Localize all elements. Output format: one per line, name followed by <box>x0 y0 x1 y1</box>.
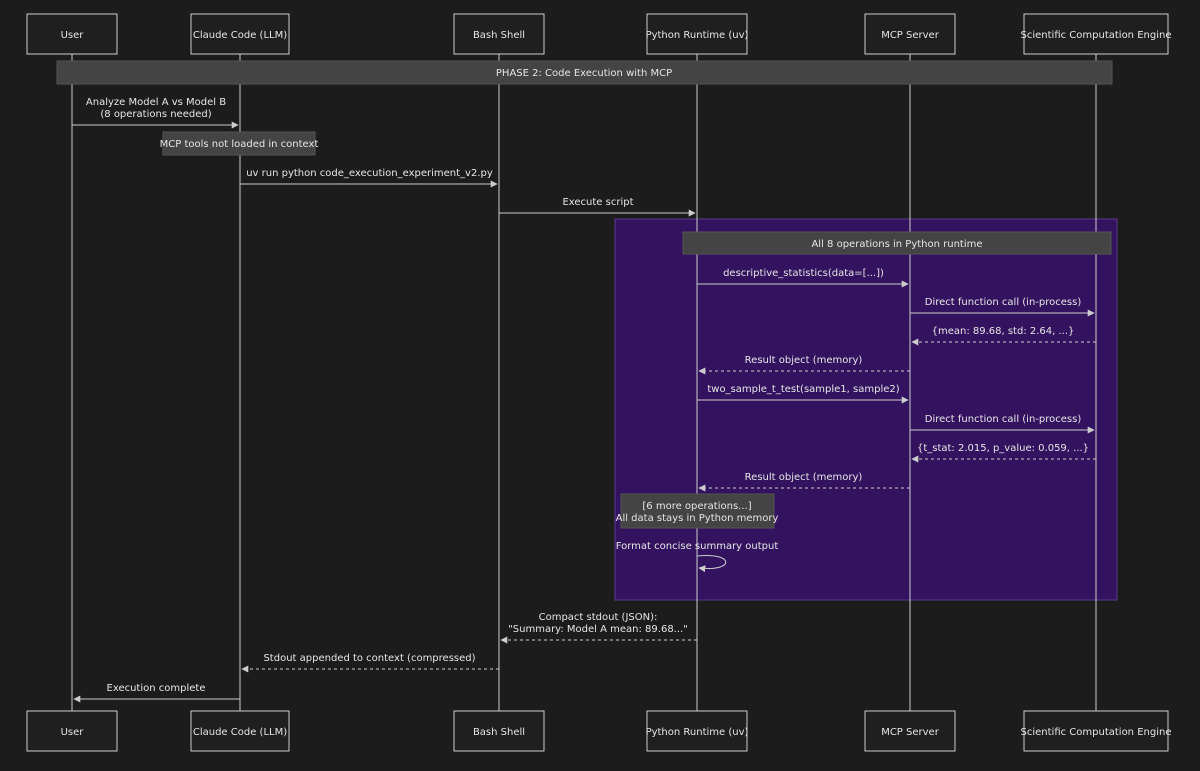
message-label-m8: two_sample_t_test(sample1, sample2) <box>707 384 899 395</box>
actor-box-mcp-top <box>864 13 956 55</box>
message-label-m7: Result object (memory) <box>745 355 863 366</box>
message-label-m13-line-2: "Summary: Model A mean: 89.68..." <box>508 624 688 635</box>
actor-box-python-top <box>646 13 748 55</box>
actor-label-mcp-top: MCP Server <box>881 30 940 41</box>
message-label-m12: Format concise summary output <box>616 541 779 552</box>
actor-label-engine-top: Scientific Computation Engine <box>1021 30 1172 41</box>
more-ops-note-line-1: [6 more operations...] <box>642 501 751 512</box>
actor-label-claude-top: Claude Code (LLM) <box>193 30 287 41</box>
actor-box-user-top <box>26 13 118 55</box>
python-runtime-region <box>614 218 1118 601</box>
actor-label-bash-top: Bash Shell <box>473 30 525 41</box>
actor-box-bash-bottom <box>453 710 545 752</box>
actor-box-claude-top <box>190 13 290 55</box>
actor-box-user-bottom <box>26 710 118 752</box>
message-arrow-m12 <box>696 554 727 573</box>
actor-label-python-bottom: Python Runtime (uv) <box>646 727 749 738</box>
actor-label-python-top: Python Runtime (uv) <box>646 30 749 41</box>
message-label-m2: uv run python code_execution_experiment_… <box>246 168 493 179</box>
message-label-m4: descriptive_statistics(data=[...]) <box>723 268 884 279</box>
actor-box-bash-top <box>453 13 545 55</box>
messages: Analyze Model A vs Model B(8 operations … <box>72 97 1096 703</box>
message-label-m11: Result object (memory) <box>745 472 863 483</box>
actor-box-mcp-bottom <box>864 710 956 752</box>
message-label-m14: Stdout appended to context (compressed) <box>263 653 475 664</box>
lifelines <box>71 54 1097 711</box>
message-label-m9: Direct function call (in-process) <box>925 414 1082 425</box>
message-label-m5: Direct function call (in-process) <box>925 297 1082 308</box>
message-label-m15: Execution complete <box>107 683 206 694</box>
message-label-m1-line-1: Analyze Model A vs Model B <box>86 97 226 108</box>
actor-box-engine-top <box>1023 13 1169 55</box>
message-label-m3: Execute script <box>562 197 633 208</box>
actor-box-python-bottom <box>646 710 748 752</box>
region-note: All 8 operations in Python runtime <box>811 239 982 250</box>
not-loaded-note: MCP tools not loaded in context <box>160 139 319 150</box>
message-label-m1-line-2: (8 operations needed) <box>100 109 211 120</box>
actor-box-claude-bottom <box>190 710 290 752</box>
message-label-m10: {t_stat: 2.015, p_value: 0.059, ...} <box>917 443 1089 454</box>
actor-label-user-top: User <box>61 30 85 41</box>
actor-box-engine-bottom <box>1023 710 1169 752</box>
message-label-m6: {mean: 89.68, std: 2.64, ...} <box>932 326 1075 337</box>
actor-label-bash-bottom: Bash Shell <box>473 727 525 738</box>
region-note-box <box>682 231 1112 255</box>
message-label-m13-line-1: Compact stdout (JSON): <box>539 612 658 623</box>
not-loaded-note-box <box>162 131 316 156</box>
actor-label-claude-bottom: Claude Code (LLM) <box>193 727 287 738</box>
more-ops-note-line-2: All data stays in Python memory <box>616 513 779 524</box>
phase-note: PHASE 2: Code Execution with MCP <box>496 68 672 79</box>
actor-label-mcp-bottom: MCP Server <box>881 727 940 738</box>
phase-note-box <box>56 60 1113 85</box>
more-ops-note-box <box>620 493 775 529</box>
actor-label-user-bottom: User <box>61 727 85 738</box>
actor-label-engine-bottom: Scientific Computation Engine <box>1021 727 1172 738</box>
